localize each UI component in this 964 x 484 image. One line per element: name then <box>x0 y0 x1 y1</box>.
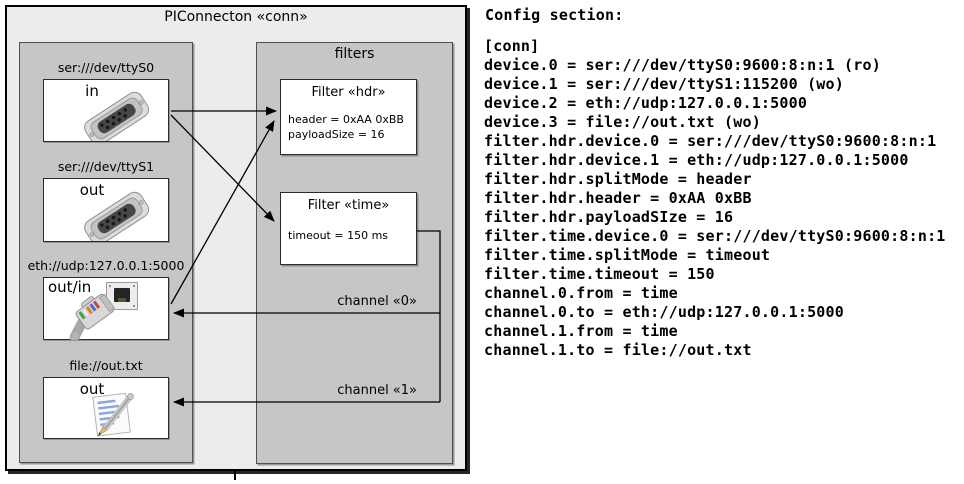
device-1-direction: out <box>79 181 105 199</box>
filter-hdr-box: Filter «hdr» header = 0xAA 0xBB payloadS… <box>280 79 417 155</box>
device-3-box: out <box>43 377 169 439</box>
device-2-direction: out/in <box>48 278 92 296</box>
filter-time-box: Filter «time» timeout = 150 ms <box>280 192 417 265</box>
ethernet-cable-icon <box>68 294 115 340</box>
device-0-box: in <box>43 79 169 142</box>
device-1-label: ser:///dev/ttyS1 <box>57 159 155 174</box>
serial-connector-icon <box>84 91 150 141</box>
filter-hdr-title: Filter «hdr» <box>311 85 386 100</box>
device-3-label: file://out.txt <box>69 358 143 373</box>
filter-time-prop-timeout: timeout = 150 ms <box>288 229 389 242</box>
device-0-label: ser:///dev/ttyS0 <box>57 60 155 75</box>
config-heading: Config section: <box>485 6 624 24</box>
device-0-direction: in <box>85 82 99 100</box>
filters-panel-title: filters <box>334 46 375 62</box>
config-body: [conn] device.0 = ser:///dev/ttyS0:9600:… <box>484 37 946 359</box>
serial-connector-icon <box>84 191 150 241</box>
filter-hdr-prop-payloadsize: payloadSize = 16 <box>288 128 385 141</box>
filter-hdr-prop-header: header = 0xAA 0xBB <box>288 113 404 126</box>
device-2-label: eth://udp:127.0.0.1:5000 <box>27 258 185 273</box>
filter-time-title: Filter «time» <box>307 198 390 213</box>
bottom-border-tick <box>234 470 236 480</box>
diagram-title: PIConnecton «conn» <box>164 9 308 25</box>
device-2-box: out/in <box>43 277 169 340</box>
channel-0-label: channel «0» <box>337 294 417 309</box>
notepad-pencil-icon <box>92 392 134 437</box>
channel-1-label: channel «1» <box>337 383 417 398</box>
device-3-direction: out <box>79 380 105 398</box>
device-1-box: out <box>43 178 169 242</box>
